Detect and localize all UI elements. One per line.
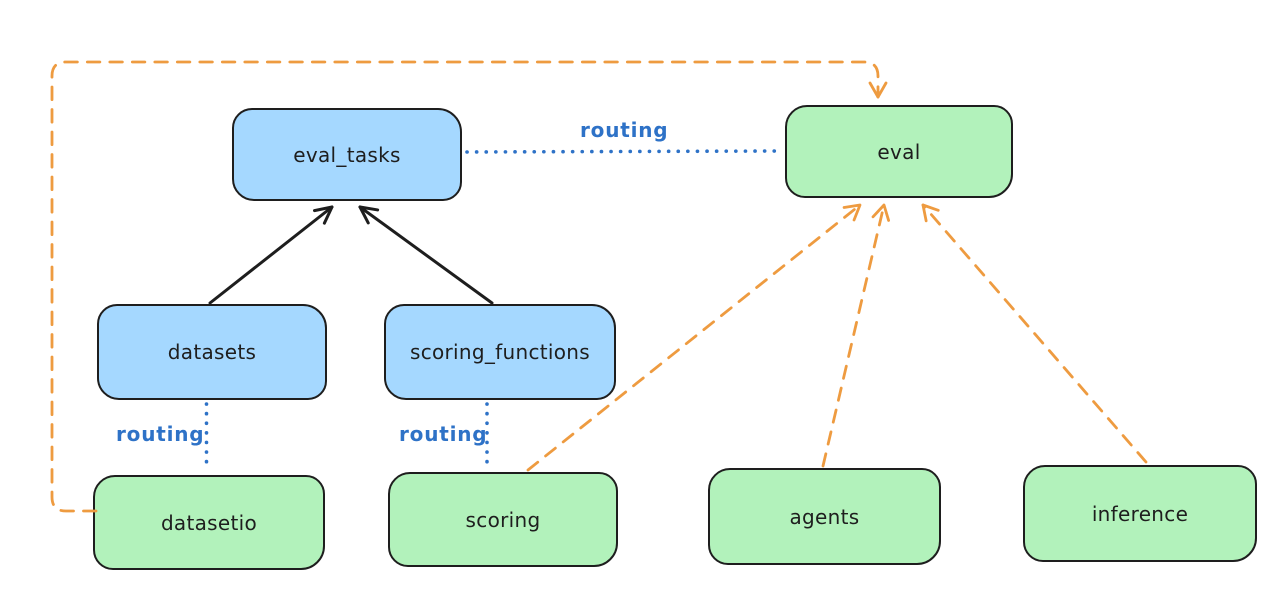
edge-inference-to-eval <box>921 203 1148 464</box>
node-agents-label: agents <box>789 504 860 529</box>
node-eval-tasks-label: eval_tasks <box>293 142 401 167</box>
node-datasetio: datasetio <box>93 475 325 570</box>
node-scoring-functions: scoring_functions <box>384 304 616 400</box>
edge-datasets-to-eval-tasks <box>208 205 334 305</box>
edge-label-routing-middle: routing <box>399 422 488 446</box>
node-scoring-label: scoring <box>465 507 541 532</box>
node-scoring: scoring <box>388 472 618 567</box>
node-scoring-functions-label: scoring_functions <box>409 340 591 364</box>
node-inference: inference <box>1023 465 1257 562</box>
node-inference-label: inference <box>1091 501 1189 526</box>
node-datasets-label: datasets <box>167 340 257 364</box>
node-datasetio-label: datasetio <box>160 510 258 535</box>
node-agents: agents <box>708 468 941 565</box>
edge-eval-tasks-to-eval-routing <box>465 149 783 154</box>
edge-label-routing-top: routing <box>580 118 669 142</box>
node-eval-label: eval <box>877 139 921 164</box>
node-datasets: datasets <box>97 304 327 400</box>
node-eval-tasks: eval_tasks <box>232 108 462 201</box>
edge-scoring-functions-to-eval-tasks <box>358 205 494 305</box>
edge-agents-to-eval <box>821 203 891 468</box>
edge-label-routing-left: routing <box>116 422 205 446</box>
node-eval: eval <box>785 105 1013 198</box>
